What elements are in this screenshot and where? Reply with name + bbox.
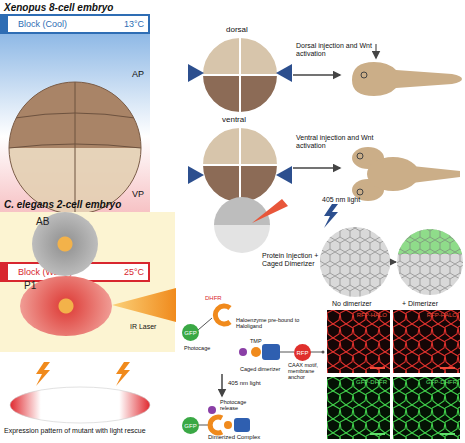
node-text: RFP-HALO	[427, 312, 457, 318]
cell-shape: AB	[32, 212, 98, 276]
annotation-label: Expression pattern of mutant with light …	[4, 427, 179, 435]
cell-mesh	[393, 377, 460, 439]
annotation-label: Haloenzyme pre-bound to Haloligand	[236, 317, 306, 329]
node-text: Block (Cool)	[18, 19, 67, 29]
annotation-label: Ventral injection and Wnt activation	[296, 134, 376, 149]
node-text: AB	[36, 216, 49, 227]
annotation-label: IR Laser	[130, 323, 175, 331]
annotation-label: Caged dimerizer	[240, 366, 295, 372]
annotation-label: VP	[132, 190, 152, 200]
node-text: P1	[24, 280, 36, 291]
annotation-label: Dimerized Complex	[208, 434, 288, 441]
node-text: RFP-HALO	[357, 312, 387, 318]
annotation-label: ventral	[222, 116, 262, 125]
micrograph-panel: GFP-DHFR	[393, 377, 460, 439]
temperature-block: Block (Cool) 13°C	[0, 14, 150, 34]
annotation-label: Xenopus 8-cell embryo	[4, 2, 164, 13]
cell-shape: P1	[20, 276, 112, 336]
cell-shape: GFP	[182, 417, 199, 434]
node-text: GFP	[184, 330, 196, 336]
cell-shape: GFP	[182, 324, 199, 341]
micrograph-panel: RFP-HALO	[393, 310, 460, 373]
annotation-label: C. elegans 2-cell embryo	[4, 199, 174, 210]
cell-mesh	[327, 310, 390, 373]
node-text: GFP-DHFR	[426, 379, 457, 385]
annotation-label: CAAX motif, membrane anchor	[288, 362, 328, 380]
annotation-label: 405 nm light	[322, 196, 382, 204]
annotation-label: TMP	[250, 338, 270, 344]
annotation-label: Photocage release	[220, 399, 260, 411]
cell-mesh	[327, 377, 390, 439]
node-text: GFP-DHFR	[356, 379, 387, 385]
node-text: 25°C	[124, 267, 144, 277]
micrograph-panel: RFP-HALO	[327, 310, 390, 373]
node-text: RFP	[297, 350, 309, 356]
micrograph-panel: GFP-DHFR	[327, 377, 390, 439]
cell-shape: RFP	[294, 344, 311, 361]
node-text: 13°C	[124, 19, 144, 29]
annotation-label: Protein Injection + Caged Dimerizer	[262, 252, 328, 267]
cell-mesh	[393, 310, 460, 373]
annotation-label: No dimerizer	[332, 300, 392, 308]
annotation-label: dorsal	[226, 26, 266, 35]
annotation-label: Photocage	[184, 345, 229, 351]
annotation-label: 405 nm light	[228, 380, 288, 387]
annotation-label: Dorsal injection and Wnt activation	[296, 42, 376, 57]
annotation-label: DHFR	[205, 295, 235, 302]
node-text: GFP	[184, 423, 196, 429]
annotation-label: + Dimerizer	[402, 300, 462, 308]
annotation-label: AP	[132, 70, 152, 80]
